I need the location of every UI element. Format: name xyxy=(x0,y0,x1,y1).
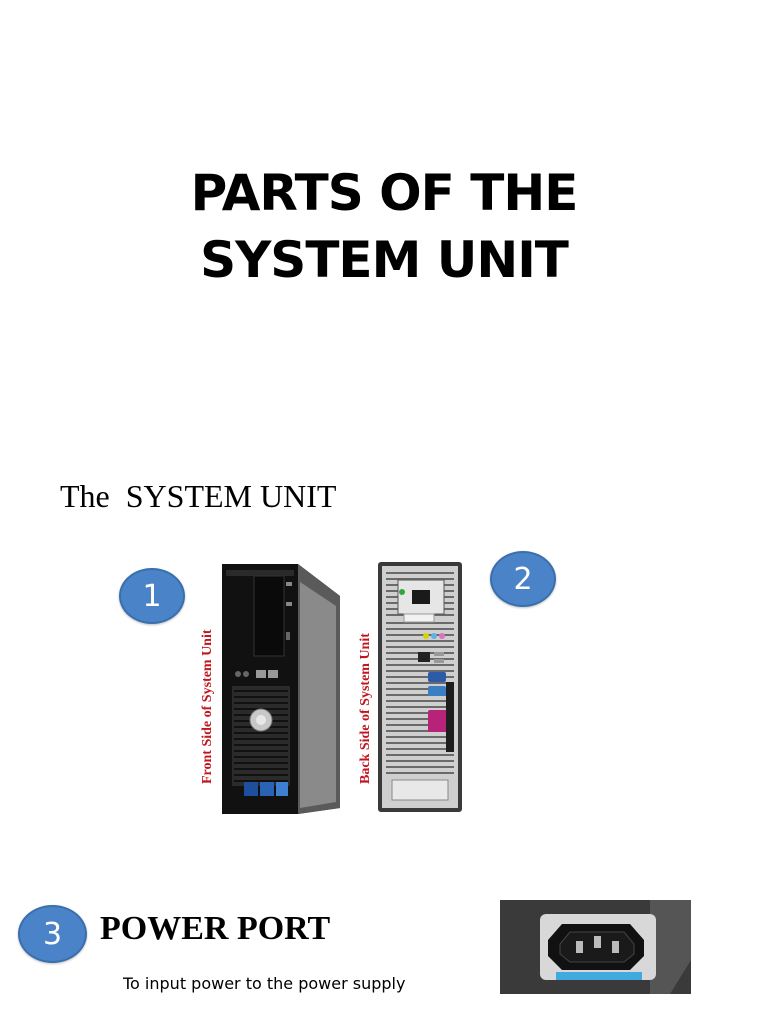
system-unit-photo: Front Side of System Unit xyxy=(160,552,522,845)
back-tower-image xyxy=(378,562,462,812)
power-port-heading: POWER PORT xyxy=(100,910,331,947)
power-port-description: To input power to the power supply xyxy=(123,974,406,993)
badge-3: 3 xyxy=(18,905,87,963)
badge-1: 1 xyxy=(119,568,185,624)
slide-title-line-2: SYSTEM UNIT xyxy=(200,231,569,289)
back-caption: Back Side of System Unit xyxy=(358,633,373,784)
badge-2: 2 xyxy=(490,551,556,607)
front-tower-image xyxy=(222,564,340,814)
power-port-photo xyxy=(500,900,691,994)
slide-title-line-1: PARTS OF THE xyxy=(190,164,579,222)
section-heading: The SYSTEM UNIT xyxy=(60,478,337,514)
slide-title: PARTS OF THE SYSTEM UNIT xyxy=(0,160,768,294)
front-caption: Front Side of System Unit xyxy=(200,629,215,784)
